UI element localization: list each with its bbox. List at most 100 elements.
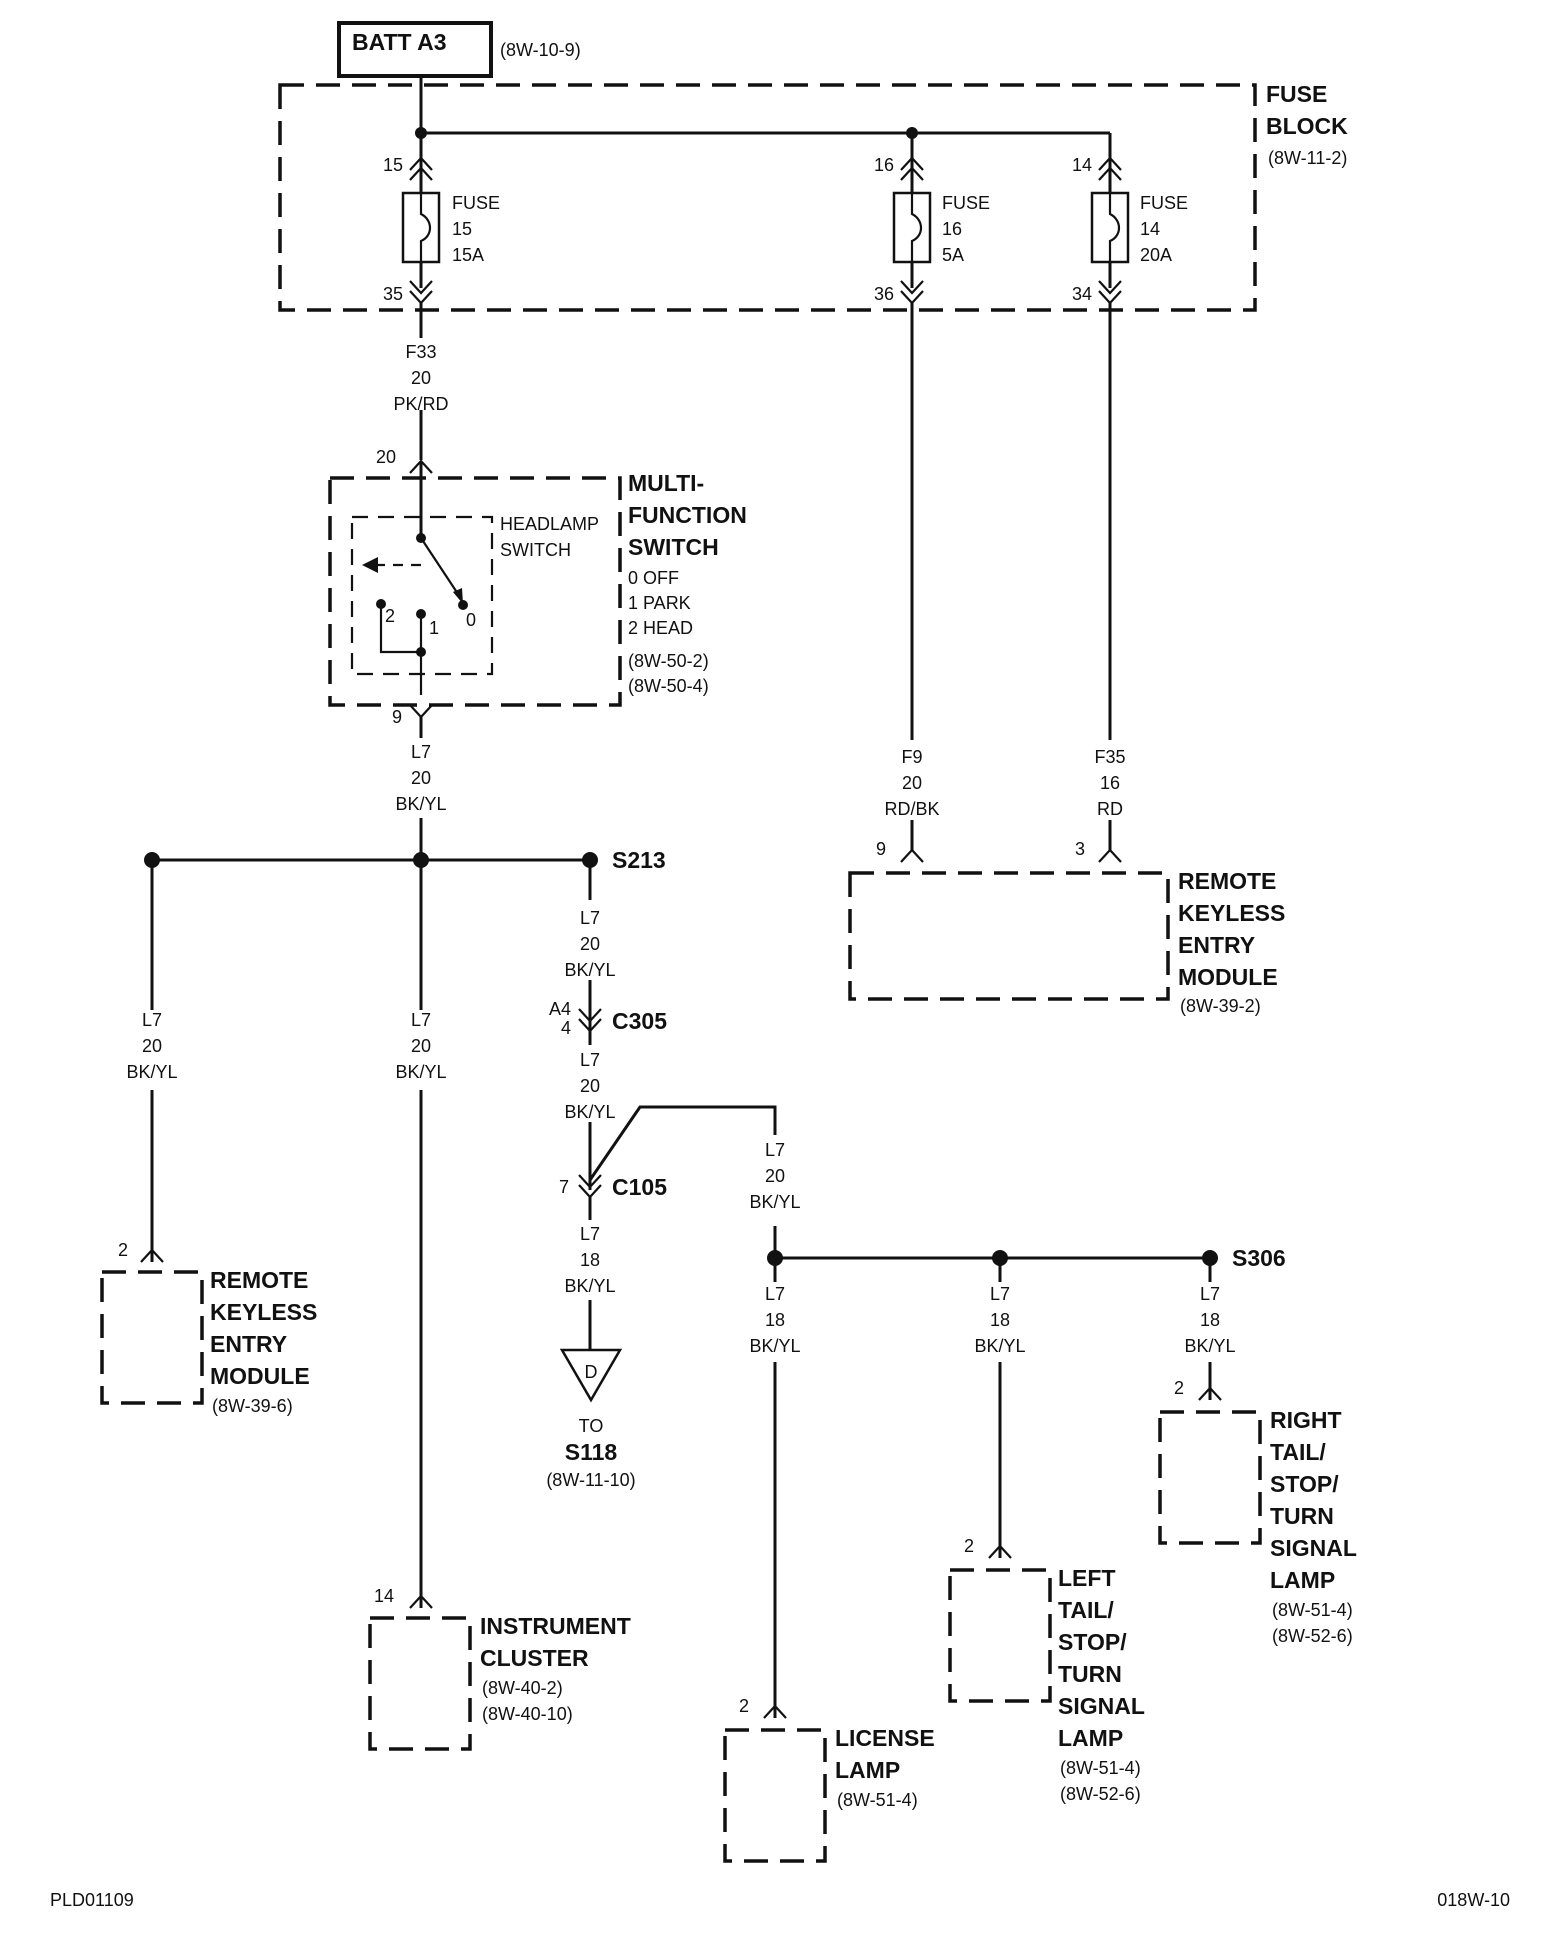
rke-right-line-1: REMOTE <box>1178 868 1276 894</box>
wire-l7-c305-id: L7 <box>580 1050 600 1070</box>
right-tail-ref-2: (8W-52-6) <box>1272 1626 1353 1646</box>
left-tail-line-5: SIGNAL <box>1058 1693 1145 1719</box>
license-line-2: LAMP <box>835 1757 900 1783</box>
mfs-title-1: MULTI- <box>628 470 704 496</box>
wire-l7-branch-id: L7 <box>765 1140 785 1160</box>
wire-l7-mid-id: L7 <box>411 1010 431 1030</box>
fuse-14-number: 14 <box>1140 219 1160 239</box>
wire-l7-left-color: BK/YL <box>126 1062 177 1082</box>
wire-l7-lic-color: BK/YL <box>749 1336 800 1356</box>
bus-node-2 <box>906 127 918 139</box>
splice-s213-label: S213 <box>612 847 666 873</box>
offpage-ref: (8W-11-10) <box>546 1470 635 1490</box>
wire-f35-id: F35 <box>1094 747 1125 767</box>
battery-box <box>337 21 493 78</box>
bus-node-1 <box>415 127 427 139</box>
wire-l7-c105-id: L7 <box>580 1224 600 1244</box>
fuse-16-pin-out: 36 <box>874 284 894 304</box>
offpage-connector-d: D <box>559 1348 623 1403</box>
mfs-title-2: FUNCTION <box>628 502 747 528</box>
right-tail-line-1: RIGHT <box>1270 1407 1342 1433</box>
c305-label: C305 <box>612 1008 667 1034</box>
footer-left-code: PLD01109 <box>50 1890 134 1910</box>
right-tail-line-4: TURN <box>1270 1503 1334 1529</box>
c305-pin-b: 4 <box>561 1018 571 1038</box>
wire-l7-mfs-gauge: 20 <box>411 768 431 788</box>
left-tail-lamp: 2 <box>948 1536 1052 1703</box>
cluster-line-2: CLUSTER <box>480 1645 589 1671</box>
rke-right-pin-b: 3 <box>1075 839 1085 859</box>
mfs-ref-2: (8W-50-4) <box>628 676 709 696</box>
wire-l7-branch-color: BK/YL <box>749 1192 800 1212</box>
wire-l7-c105-color: BK/YL <box>564 1276 615 1296</box>
right-tail-pin: 2 <box>1174 1378 1184 1398</box>
mfs-contact-0 <box>458 600 468 610</box>
wire-l7-left-id: L7 <box>142 1010 162 1030</box>
wire-f9-color: RD/BK <box>884 799 939 819</box>
rke-left-line-1: REMOTE <box>210 1267 308 1293</box>
wire-l7-lic-id: L7 <box>765 1284 785 1304</box>
battery-ref: (8W-10-9) <box>500 40 581 60</box>
fuse-block-ref: (8W-11-2) <box>1268 148 1347 168</box>
mfs-pos-2: 2 HEAD <box>628 618 693 638</box>
right-tail-line-3: STOP/ <box>1270 1471 1339 1497</box>
offpage-symbol: D <box>585 1362 598 1382</box>
rke-right-pin-a: 9 <box>876 839 886 859</box>
wire-l7-rtail-id: L7 <box>1200 1284 1220 1304</box>
rke-right-line-2: KEYLESS <box>1178 900 1285 926</box>
rke-right-line-4: MODULE <box>1178 964 1278 990</box>
wire-l7-c305-color: BK/YL <box>564 1102 615 1122</box>
wire-l7-s213-color: BK/YL <box>564 960 615 980</box>
connector-c305: A4 4 <box>549 999 602 1038</box>
fuse-14-rating: 20A <box>1140 245 1172 265</box>
fuse-16-number: 16 <box>942 219 962 239</box>
offpage-to: TO <box>579 1416 604 1436</box>
left-tail-line-6: LAMP <box>1058 1725 1123 1751</box>
fuse-block-title-1: FUSE <box>1266 81 1327 107</box>
fuse-15-number: 15 <box>452 219 472 239</box>
fuse-14-name: FUSE <box>1140 193 1188 213</box>
license-line-1: LICENSE <box>835 1725 935 1751</box>
wire-l7-s213-gauge: 20 <box>580 934 600 954</box>
wire-l7-lic-gauge: 18 <box>765 1310 785 1330</box>
wire-l7-rtail-gauge: 18 <box>1200 1310 1220 1330</box>
wire-l7-mfs-color: BK/YL <box>395 794 446 814</box>
wire-l7-c105-gauge: 18 <box>580 1250 600 1270</box>
fuse-16-rating: 5A <box>942 245 964 265</box>
mfs-contact-1-label: 1 <box>429 618 439 638</box>
footer-right-code: 018W-10 <box>1437 1890 1510 1910</box>
wire-l7-rtail-color: BK/YL <box>1184 1336 1235 1356</box>
fuse-16: 16 36 FUSE 16 5A <box>874 155 990 305</box>
wire-f35-gauge: 16 <box>1100 773 1120 793</box>
wire-f33-gauge: 20 <box>411 368 431 388</box>
c305-pin-a: A4 <box>549 999 571 1019</box>
rke-left-pin: 2 <box>118 1240 128 1260</box>
wire-l7-ltail-color: BK/YL <box>974 1336 1025 1356</box>
rke-left-line-2: KEYLESS <box>210 1299 317 1325</box>
splice-s306-label: S306 <box>1232 1245 1286 1271</box>
mfs-pin-in: 20 <box>376 447 396 467</box>
wire-f33-color: PK/RD <box>393 394 448 414</box>
connector-c105: 7 <box>559 1174 602 1199</box>
mfs-pos-0: 0 OFF <box>628 568 679 588</box>
wire-c105-branch <box>588 1105 777 1181</box>
left-tail-line-1: LEFT <box>1058 1565 1116 1591</box>
fuse-15: 15 35 FUSE 15 15A <box>383 155 500 305</box>
c105-label: C105 <box>612 1174 667 1200</box>
offpage-dest: S118 <box>565 1439 618 1465</box>
rke-left-line-3: ENTRY <box>210 1331 287 1357</box>
left-tail-line-3: STOP/ <box>1058 1629 1127 1655</box>
fuse-14: 14 34 FUSE 14 20A <box>1072 155 1188 305</box>
left-tail-line-2: TAIL/ <box>1058 1597 1114 1623</box>
wire-l7-ltail-gauge: 18 <box>990 1310 1010 1330</box>
right-tail-ref-1: (8W-51-4) <box>1272 1600 1353 1620</box>
mfs-sub-2: SWITCH <box>500 540 571 560</box>
mfs-ref-1: (8W-50-2) <box>628 651 709 671</box>
fuse-14-pin-in: 14 <box>1072 155 1092 175</box>
wire-l7-s213-id: L7 <box>580 908 600 928</box>
right-tail-line-5: SIGNAL <box>1270 1535 1357 1561</box>
mfs-sub-1: HEADLAMP <box>500 514 599 534</box>
multi-function-switch: 20 0 1 2 9 <box>328 447 622 727</box>
rke-module-right: 9 3 <box>848 839 1170 1001</box>
